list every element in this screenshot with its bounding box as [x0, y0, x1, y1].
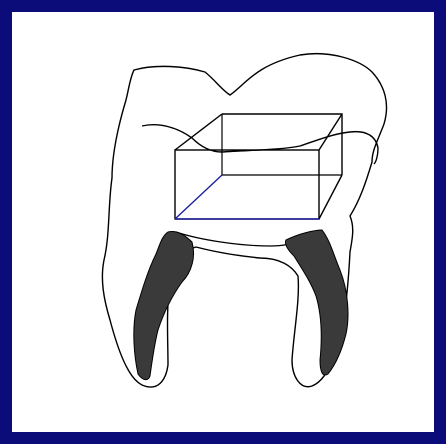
box-edge-top-right	[319, 114, 342, 150]
box-edge-bottom-left	[175, 175, 222, 219]
box-edge-bottom-right	[319, 175, 342, 219]
left-root-canal	[134, 231, 194, 379]
furcation-line	[176, 232, 300, 246]
box-front-face	[175, 150, 319, 219]
box-back-face	[222, 114, 342, 175]
right-root-canal	[285, 230, 348, 375]
